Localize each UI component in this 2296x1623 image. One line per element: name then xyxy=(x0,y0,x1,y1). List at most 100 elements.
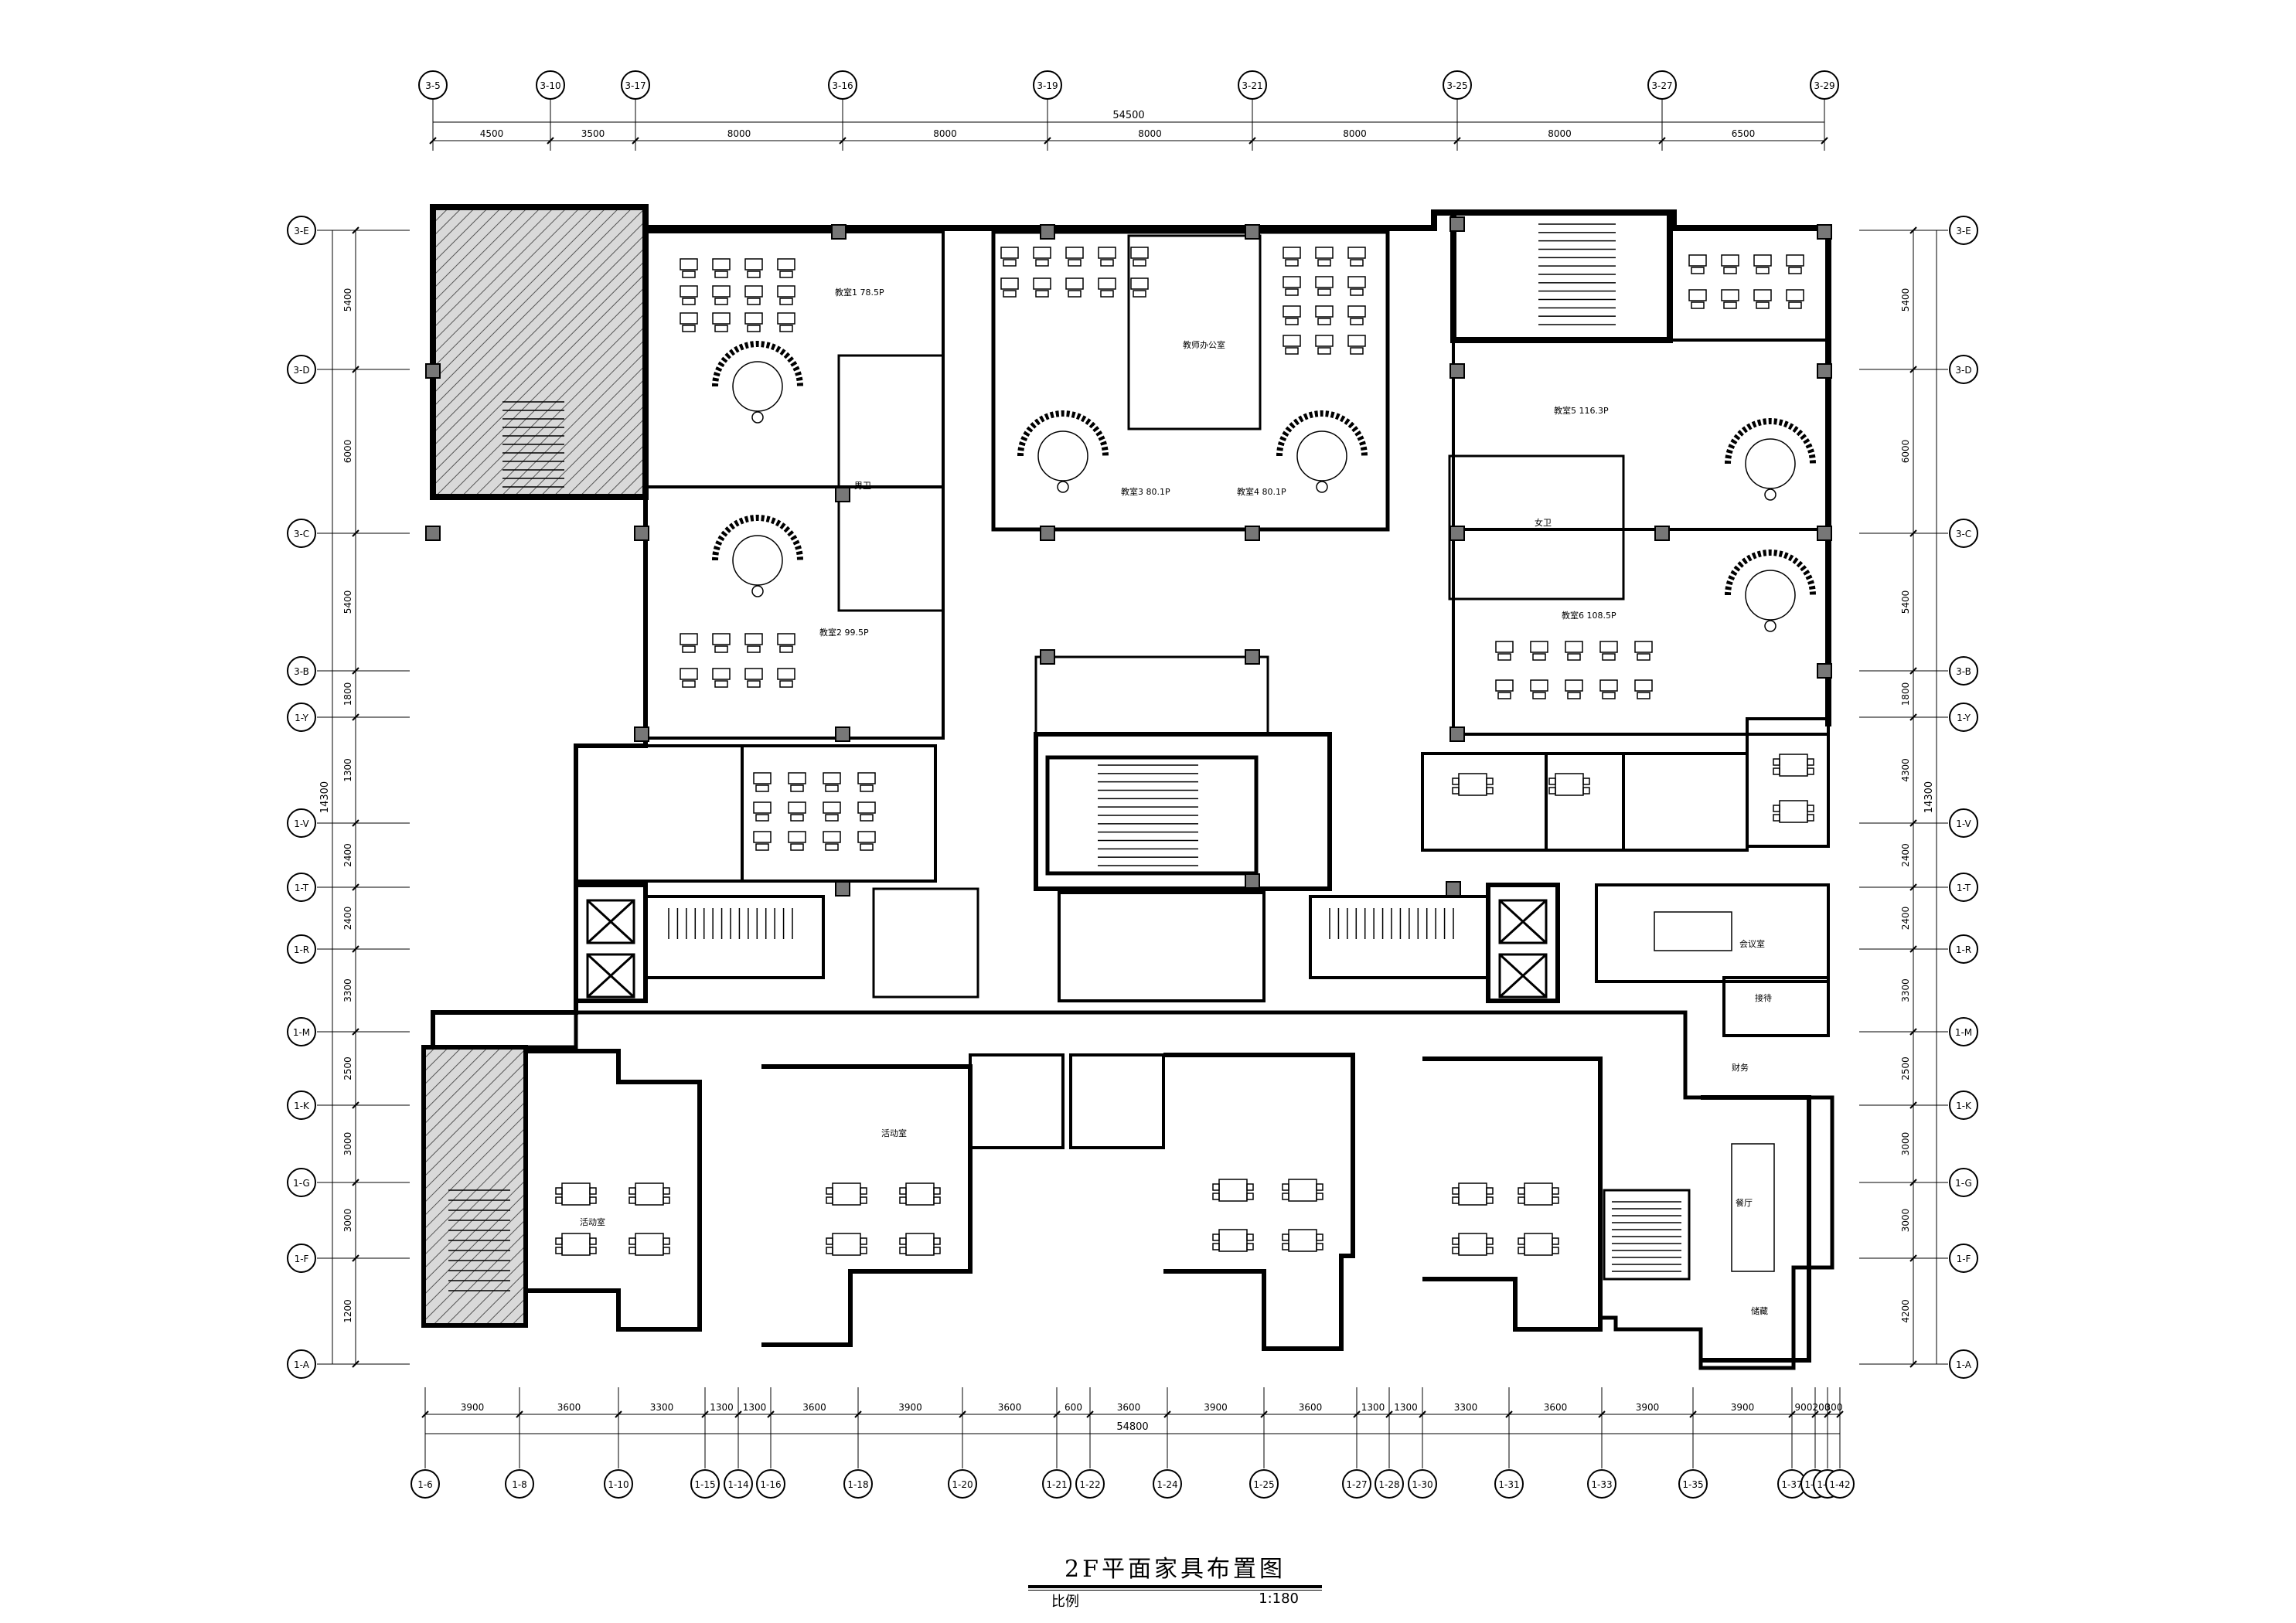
column xyxy=(1245,224,1260,240)
dining-chair xyxy=(1518,1237,1525,1245)
column xyxy=(634,726,649,742)
grid-bubble-label: 1-20 xyxy=(952,1479,973,1490)
stair-core-top-left xyxy=(430,204,649,500)
dining-chair xyxy=(1552,1237,1559,1245)
dimension-text: 3600 xyxy=(557,1402,581,1413)
student-chair xyxy=(1788,267,1802,274)
student-desk xyxy=(712,633,731,645)
student-desk xyxy=(788,772,806,784)
dimension-text: 6000 xyxy=(1900,440,1911,464)
student-desk xyxy=(1130,247,1149,259)
student-chair xyxy=(1497,692,1511,699)
reception-room xyxy=(1722,976,1830,1037)
grid-bubble-top: 3-27 xyxy=(1647,70,1677,100)
grid-bubble-bottom: 1-25 xyxy=(1249,1469,1279,1499)
dining-chair xyxy=(1582,777,1590,785)
dimension-text: 3600 xyxy=(1299,1402,1323,1413)
student-desk xyxy=(1315,335,1334,347)
room-label: 女卫 xyxy=(1535,517,1552,528)
student-chair xyxy=(747,325,761,332)
student-desk xyxy=(680,633,698,645)
arc-seating xyxy=(712,515,803,561)
student-chair xyxy=(747,680,761,688)
structural-columns xyxy=(425,216,1832,897)
furniture-layer xyxy=(555,247,1816,1272)
lift-car-4 xyxy=(1498,953,1548,999)
student-chair xyxy=(779,325,793,332)
dimension-text: 3900 xyxy=(898,1402,922,1413)
grid-bubble-label: 1-G xyxy=(293,1178,310,1189)
grid-bubble-right: 1-R xyxy=(1949,934,1978,964)
student-chair xyxy=(1637,692,1650,699)
dimension-text: 3600 xyxy=(998,1402,1022,1413)
dimension-text: 2400 xyxy=(342,907,353,931)
column xyxy=(831,224,847,240)
student-desk xyxy=(788,831,806,843)
student-desk xyxy=(1688,289,1707,301)
office-right-2 xyxy=(1545,752,1625,852)
arc-seating xyxy=(1276,410,1368,457)
grid-bubble-right: 3-D xyxy=(1949,355,1978,384)
student-desk xyxy=(1347,276,1366,288)
dining-chair xyxy=(589,1187,597,1195)
dimension-text: 3600 xyxy=(1117,1402,1141,1413)
dining-chair xyxy=(1773,767,1780,775)
dining-chair xyxy=(860,1247,867,1254)
student-desk xyxy=(1530,641,1548,653)
student-chair xyxy=(779,298,793,305)
outer-wall-upper xyxy=(646,209,1831,726)
student-desk xyxy=(744,633,763,645)
grid-bubble-label: 1-V xyxy=(294,818,309,829)
dining-chair xyxy=(589,1196,597,1204)
meeting-room xyxy=(1595,883,1830,983)
student-desk xyxy=(823,801,841,814)
student-chair xyxy=(790,814,804,822)
dining-chair xyxy=(899,1237,907,1245)
student-chair xyxy=(1567,653,1581,661)
scale-value: 1:180 xyxy=(1259,1591,1299,1607)
dining-table xyxy=(1555,773,1584,796)
dining-chair xyxy=(1552,1196,1559,1204)
dining-chair xyxy=(933,1247,941,1254)
student-chair xyxy=(1756,301,1770,309)
student-desk xyxy=(788,801,806,814)
student-desk xyxy=(1098,277,1116,290)
student-chair xyxy=(755,784,769,792)
student-desk xyxy=(1000,277,1019,290)
grid-bubble-right: 1-V xyxy=(1949,808,1978,838)
student-desk xyxy=(712,258,731,270)
room-label: 教室3 80.1P xyxy=(1121,486,1170,497)
dimension-text: 2400 xyxy=(1900,907,1911,931)
student-desk xyxy=(1347,335,1366,347)
grid-bubble-label: 1-F xyxy=(1957,1254,1971,1264)
grid-bubble-label: 3-29 xyxy=(1814,80,1834,91)
grid-bubble-label: 3-19 xyxy=(1037,80,1058,91)
dimension-text: 2500 xyxy=(342,1056,353,1080)
dining-chair xyxy=(1316,1193,1323,1200)
round-table xyxy=(1745,438,1796,489)
dining-table xyxy=(1218,1179,1248,1202)
student-desk xyxy=(1565,679,1583,692)
room-label: 教师办公室 xyxy=(1183,339,1225,350)
grid-bubble-label: 3-27 xyxy=(1651,80,1672,91)
student-desk xyxy=(823,772,841,784)
student-chair xyxy=(1133,259,1146,267)
dining-chair xyxy=(663,1237,670,1245)
dimension-text: 6000 xyxy=(342,440,353,464)
student-desk xyxy=(1130,277,1149,290)
dining-chair xyxy=(1212,1243,1220,1250)
grid-bubble-top: 3-21 xyxy=(1238,70,1267,100)
student-chair xyxy=(790,784,804,792)
student-chair xyxy=(1285,347,1299,355)
dimension-text: 3900 xyxy=(461,1402,485,1413)
central-upper-rooms xyxy=(1034,655,1269,736)
round-table xyxy=(1037,430,1088,481)
teacher-seat xyxy=(1764,488,1777,501)
grid-bubble-label: 3-D xyxy=(293,365,309,376)
dining-chair xyxy=(933,1237,941,1245)
teacher-seat xyxy=(751,585,764,597)
student-chair xyxy=(1532,692,1546,699)
dining-chair xyxy=(860,1196,867,1204)
dining-table xyxy=(1288,1229,1317,1252)
student-chair xyxy=(1723,267,1737,274)
